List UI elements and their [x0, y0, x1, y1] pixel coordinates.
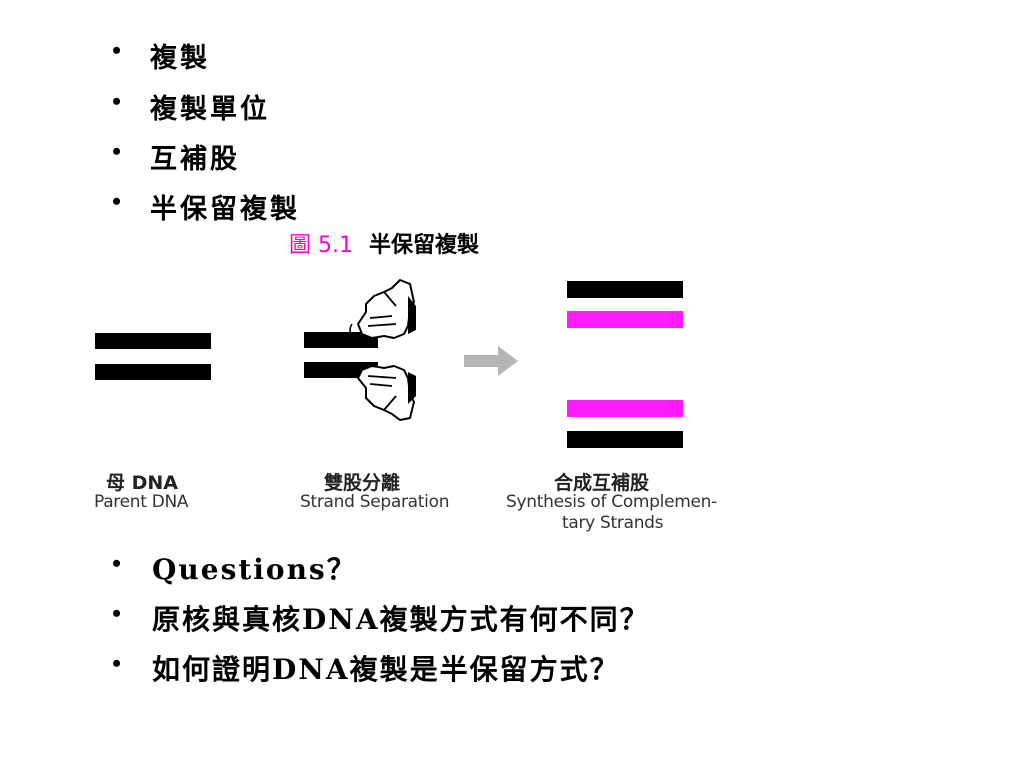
old-strand [567, 431, 683, 448]
process-arrow-icon [464, 346, 518, 376]
bullet-dot: • [112, 599, 124, 628]
caption-separation-en: Strand Separation [300, 492, 450, 512]
new-strand [567, 311, 683, 328]
bullet-dot: • [112, 36, 125, 65]
bullet-dot: • [112, 137, 125, 166]
caption-synthesis-en-line2: tary Strands [562, 513, 664, 533]
bullet-text: 互補股 [150, 144, 240, 175]
bullet-text: 複製 [150, 43, 210, 74]
new-strand [567, 400, 683, 417]
parent-dna-strands [95, 333, 211, 380]
separating-strand-top [304, 332, 378, 348]
question-text: Questions？ [152, 553, 357, 586]
bullet-dot: • [112, 649, 124, 678]
bullet-text: 複製單位 [150, 94, 270, 125]
bullet-dot: • [112, 187, 125, 216]
figure-title-text: 半保留複製 [368, 233, 479, 258]
caption-separation-zh: 雙股分離 [324, 472, 401, 494]
bullet-dot: • [112, 87, 125, 116]
upper-hand-icon [349, 279, 416, 339]
question-text: 如何證明DNA複製是半保留方式？ [152, 653, 620, 686]
strand-separation [304, 279, 416, 421]
old-strand [567, 281, 683, 298]
parent-strand-top [95, 333, 211, 349]
parent-strand-bottom [95, 364, 211, 380]
lower-hand-icon [349, 365, 416, 421]
question-text: 原核與真核DNA複製方式有何不同？ [152, 603, 650, 636]
figure-number: 圖 5.1 [289, 233, 353, 258]
caption-synthesis-zh: 合成互補股 [554, 472, 650, 494]
bullet-dot: • [112, 549, 124, 578]
daughter-duplex-top [567, 281, 683, 328]
caption-parent-dna-en: Parent DNA [94, 492, 189, 512]
caption-synthesis-en-line1: Synthesis of Complemen- [506, 492, 717, 512]
caption-parent-dna-zh: 母 DNA [106, 472, 178, 494]
bullet-text: 半保留複製 [150, 194, 300, 225]
daughter-duplex-bottom [567, 400, 683, 448]
figure-title: 圖 5.1 半保留複製 [289, 227, 479, 259]
